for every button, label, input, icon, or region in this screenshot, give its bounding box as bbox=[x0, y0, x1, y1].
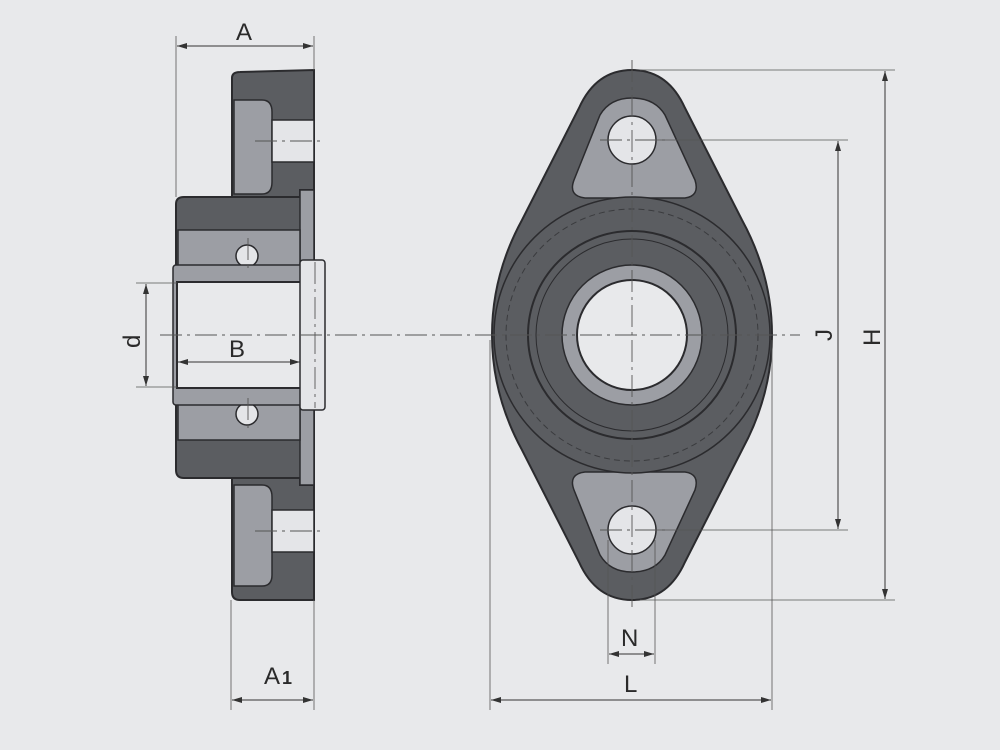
side-section-view bbox=[172, 68, 326, 601]
dim-label-a: A bbox=[236, 19, 252, 46]
ball-lower bbox=[235, 402, 259, 426]
flange-upper-inner bbox=[233, 99, 273, 195]
dim-label-h: H bbox=[859, 329, 886, 346]
dim-label-d: d bbox=[119, 335, 146, 348]
dimension-lines bbox=[136, 36, 895, 710]
dim-label-b: B bbox=[229, 336, 245, 363]
flange-lower-inner bbox=[233, 484, 273, 587]
dim-label-n: N bbox=[621, 625, 638, 652]
ball-upper bbox=[235, 244, 259, 268]
dim-label-j: J bbox=[811, 329, 838, 341]
dim-label-l: L bbox=[624, 671, 637, 698]
